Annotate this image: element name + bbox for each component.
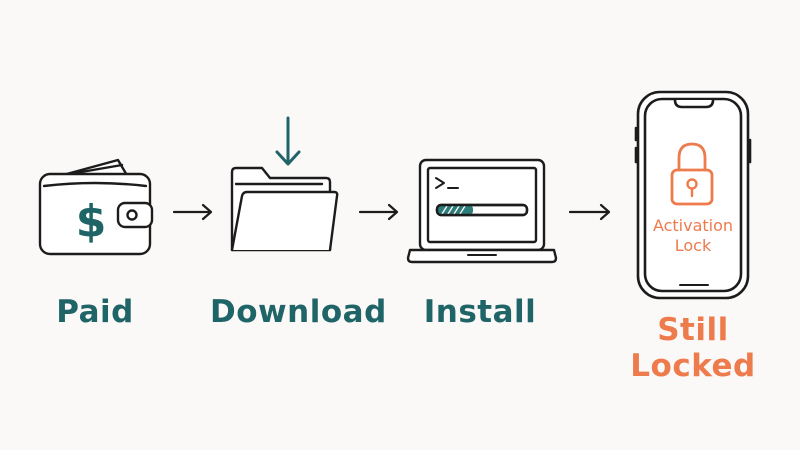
step-label-install: Install — [423, 294, 537, 330]
step-label-download: Download — [210, 294, 387, 330]
step-label-still-locked: Still Locked — [630, 312, 756, 384]
svg-text:$: $ — [76, 196, 107, 247]
lock-line-2: Lock — [674, 236, 712, 255]
wallet-dollar-icon: $ — [38, 158, 154, 256]
laptop-progress-icon — [406, 158, 558, 264]
lock-line-1: Activation — [652, 216, 734, 235]
activation-lock-text: Activation Lock — [643, 216, 743, 256]
arrow-right-icon — [358, 203, 399, 221]
arrow-right-icon — [172, 203, 213, 221]
folder-download-icon — [230, 116, 339, 252]
step-label-paid: Paid — [56, 294, 134, 330]
arrow-right-icon — [568, 203, 611, 221]
phone-lock-icon — [634, 90, 752, 300]
